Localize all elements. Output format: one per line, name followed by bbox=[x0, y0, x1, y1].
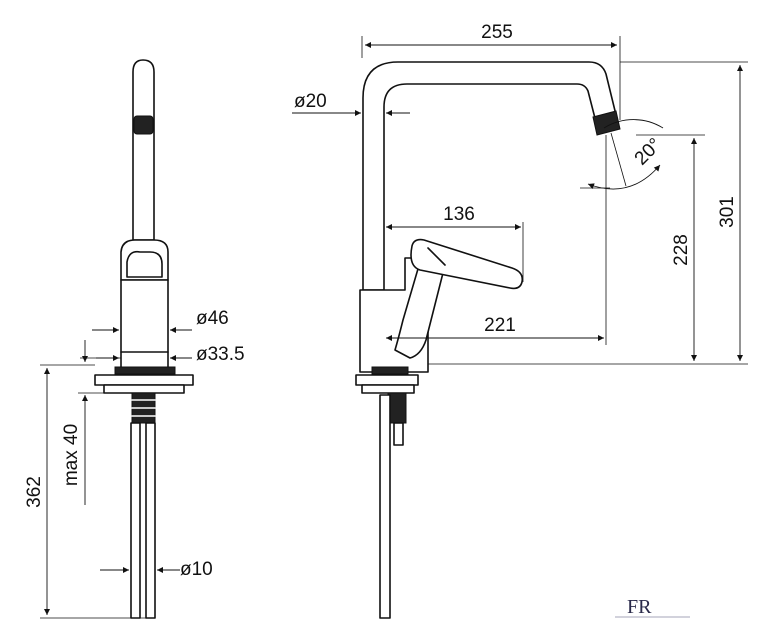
dim-spout-height: 228 bbox=[671, 234, 692, 266]
front-washer bbox=[114, 366, 176, 375]
side-lever-handle bbox=[410, 238, 524, 290]
dim-spout-diameter: ø20 bbox=[294, 91, 327, 112]
side-aerator bbox=[592, 110, 621, 136]
side-spout bbox=[362, 61, 618, 291]
dim-total-height: 301 bbox=[717, 196, 738, 228]
side-view bbox=[355, 61, 621, 619]
side-base-plate bbox=[355, 374, 419, 386]
front-handle-grip bbox=[126, 250, 163, 278]
front-dimensions: ø46 ø33.5 ø10 362 max 40 bbox=[24, 308, 245, 619]
front-base-plate bbox=[94, 374, 194, 386]
dim-spout-angle: 20° bbox=[631, 134, 666, 169]
front-hose-right bbox=[145, 422, 156, 619]
front-body bbox=[120, 279, 169, 369]
dim-outlet-reach: 221 bbox=[484, 315, 516, 336]
side-dimensions: 255 ø20 136 221 20° 228 301 bbox=[292, 22, 748, 365]
brand-logo: FR bbox=[615, 596, 690, 618]
side-hose bbox=[379, 394, 391, 619]
brand-logo-text: FR bbox=[627, 596, 652, 618]
dim-hose-diameter: ø10 bbox=[180, 559, 213, 580]
dim-deck-thickness: max 40 bbox=[61, 424, 82, 486]
front-hose-left bbox=[130, 422, 141, 619]
dim-lever-reach: 136 bbox=[443, 204, 475, 225]
front-aerator bbox=[133, 115, 154, 135]
front-spout bbox=[132, 59, 155, 241]
dim-body-diameter: ø46 bbox=[196, 308, 229, 329]
dim-hose-length: 362 bbox=[24, 476, 45, 508]
dim-width-total: 255 bbox=[481, 22, 513, 43]
dim-base-diameter: ø33.5 bbox=[196, 344, 245, 365]
front-view bbox=[94, 59, 194, 619]
